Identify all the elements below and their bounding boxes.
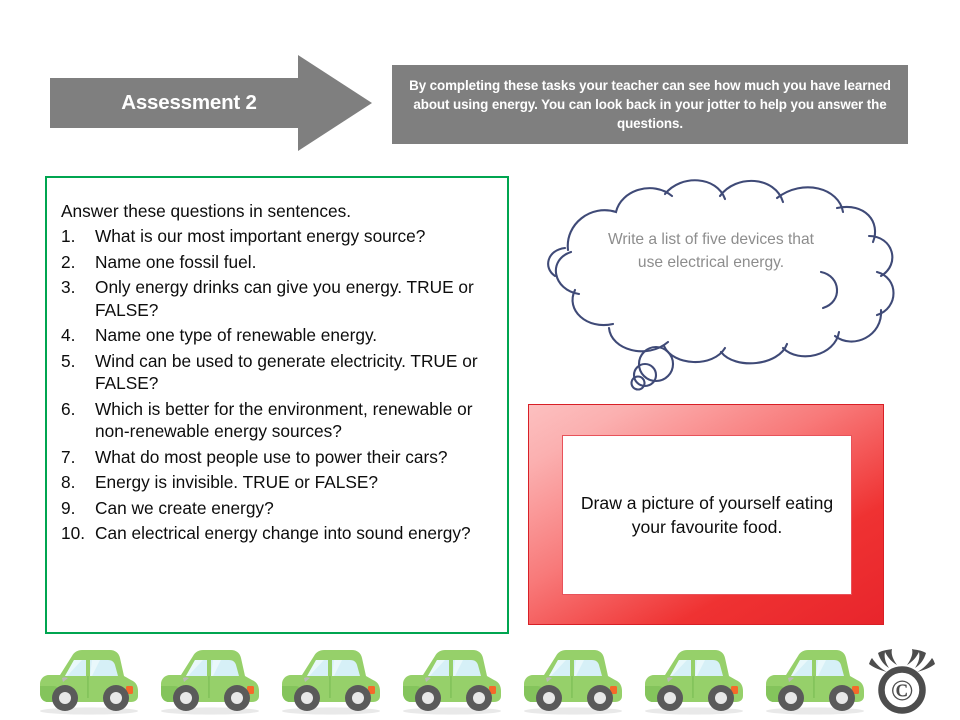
- question-item: 3. Only energy drinks can give you energ…: [61, 276, 491, 321]
- thought-cloud: Write a list of five devices that use el…: [521, 172, 925, 392]
- question-text: Can electrical energy change into sound …: [95, 523, 471, 544]
- question-number: 9.: [61, 497, 76, 518]
- copyright-antlers-logo-icon: ©: [858, 648, 946, 716]
- question-text: Name one type of renewable energy.: [95, 325, 378, 346]
- car-icon: [161, 650, 259, 715]
- questions-list: 1. What is our most important energy sou…: [61, 225, 491, 544]
- question-text: Wind can be used to generate electricity…: [95, 350, 478, 394]
- draw-picture-box: Draw a picture of yourself eating your f…: [528, 404, 884, 625]
- question-number: 7.: [61, 446, 76, 467]
- instruction-text: By completing these tasks your teacher c…: [409, 77, 891, 132]
- copyright-symbol-icon: ©: [869, 649, 935, 714]
- car-illustration: [151, 640, 269, 720]
- arrow-shape-icon: [50, 55, 372, 151]
- question-number: 1.: [61, 226, 76, 247]
- question-item: 8. Energy is invisible. TRUE or FALSE?: [61, 471, 491, 493]
- car-icon: [766, 650, 864, 715]
- car-illustration: [635, 640, 753, 720]
- question-number: 4.: [61, 325, 76, 346]
- car-icon: [524, 650, 622, 715]
- question-item: 5. Wind can be used to generate electric…: [61, 350, 491, 395]
- car-illustration: [756, 640, 874, 720]
- question-item: 2. Name one fossil fuel.: [61, 251, 491, 273]
- car-illustration: [393, 640, 511, 720]
- question-text: What do most people use to power their c…: [95, 446, 448, 467]
- question-number: 5.: [61, 350, 76, 371]
- car-illustration: [30, 640, 148, 720]
- thought-cloud-icon: [547, 179, 895, 391]
- question-text: Can we create energy?: [95, 497, 274, 518]
- question-number: 6.: [61, 398, 76, 419]
- car-icon: [282, 650, 380, 715]
- question-item: 1. What is our most important energy sou…: [61, 225, 491, 247]
- draw-picture-prompt: Draw a picture of yourself eating your f…: [580, 492, 834, 537]
- questions-panel: Answer these questions in sentences. 1. …: [45, 176, 509, 634]
- assessment-title: Assessment 2: [121, 91, 257, 114]
- question-text: Only energy drinks can give you energy. …: [95, 277, 474, 320]
- question-text: Which is better for the environment, ren…: [95, 398, 473, 442]
- question-text: What is our most important energy source…: [95, 226, 426, 247]
- question-item: 4. Name one type of renewable energy.: [61, 324, 491, 346]
- question-item: 7. What do most people use to power thei…: [61, 446, 491, 468]
- questions-intro: Answer these questions in sentences.: [61, 201, 352, 221]
- cars-decoration-strip: [0, 640, 960, 720]
- question-number: 2.: [61, 251, 76, 272]
- question-text: Name one fossil fuel.: [95, 251, 257, 272]
- copyright-glyph: ©: [891, 674, 913, 707]
- thought-cloud-text: Write a list of five devices that use el…: [608, 231, 814, 271]
- question-item: 9. Can we create energy?: [61, 497, 491, 519]
- car-icon: [40, 650, 138, 715]
- question-item: 10. Can electrical energy change into so…: [61, 522, 491, 544]
- question-text: Energy is invisible. TRUE or FALSE?: [95, 472, 379, 493]
- question-item: 6. Which is better for the environment, …: [61, 398, 491, 443]
- car-illustration: [272, 640, 390, 720]
- car-icon: [645, 650, 743, 715]
- draw-picture-canvas[interactable]: Draw a picture of yourself eating your f…: [562, 435, 852, 595]
- assessment-arrow-banner: Assessment 2: [50, 55, 372, 151]
- question-number: 3.: [61, 277, 76, 298]
- instruction-box: By completing these tasks your teacher c…: [392, 65, 908, 144]
- question-number: 10.: [61, 523, 86, 544]
- car-icon: [403, 650, 501, 715]
- car-illustration: [514, 640, 632, 720]
- question-number: 8.: [61, 472, 76, 493]
